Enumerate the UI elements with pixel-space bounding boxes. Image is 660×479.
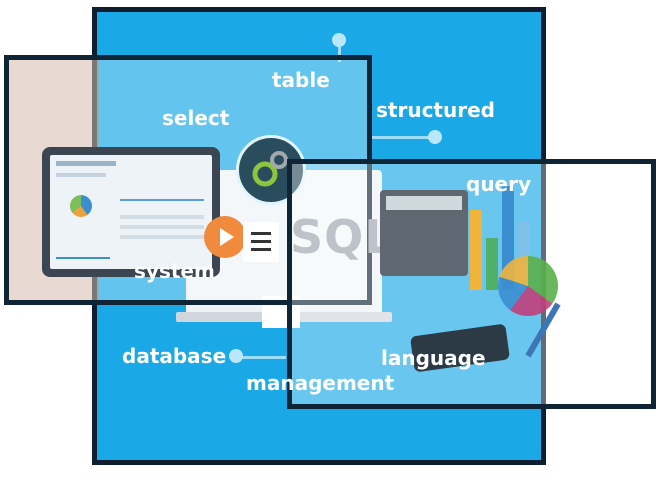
calculator-icon (380, 190, 468, 276)
word-system: system (134, 259, 215, 283)
pie-chart-icon (70, 195, 92, 217)
word-structured: structured (376, 98, 495, 122)
word-management: management (246, 371, 395, 395)
chart-bar (470, 210, 482, 290)
tablet-screen (50, 155, 212, 269)
connector-line (370, 136, 434, 139)
connector-line (338, 40, 341, 62)
gears-icon (236, 135, 306, 205)
word-database: database (122, 344, 227, 368)
chart-bar (486, 238, 498, 290)
document-icon (243, 222, 279, 262)
connector-dot (229, 349, 243, 363)
tablet-device (42, 147, 220, 277)
word-language: language (381, 346, 486, 370)
pie-chart-icon (498, 256, 558, 316)
connector-dot (428, 130, 442, 144)
play-icon (204, 216, 246, 258)
word-select: select (162, 106, 230, 130)
word-table: table (272, 68, 330, 92)
connector-dot (332, 33, 346, 47)
connector-line (236, 356, 286, 359)
word-query: query (466, 172, 532, 196)
sql-label: SQL (290, 210, 395, 264)
